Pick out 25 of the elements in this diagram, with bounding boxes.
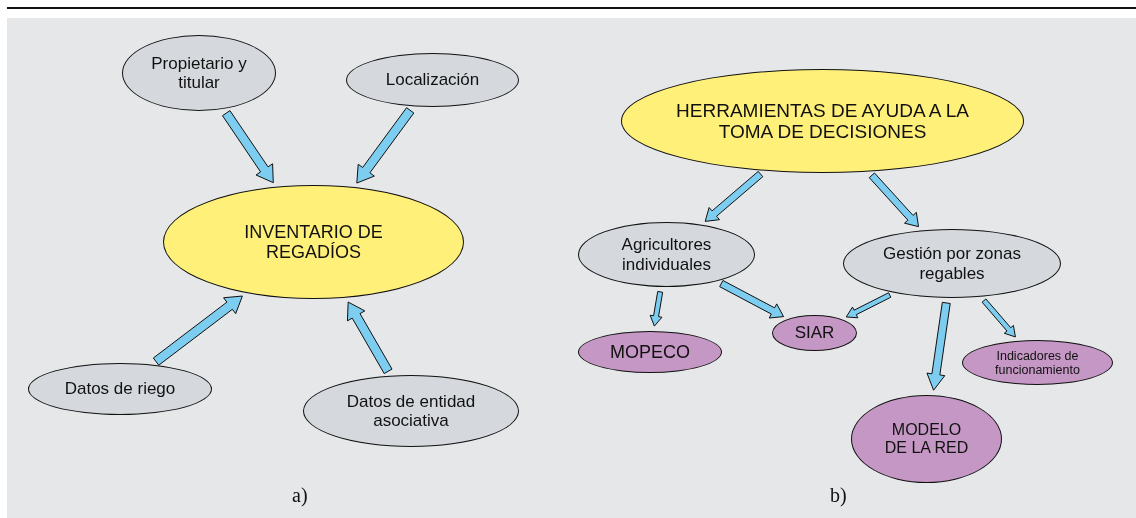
node-text: MOPECO xyxy=(610,341,690,363)
block-arrow xyxy=(719,279,785,319)
block-arrow xyxy=(152,295,243,366)
node-text: Gestión por zonas regables xyxy=(882,244,1022,283)
node-text: Propietario y titular xyxy=(150,53,248,93)
node-text: HERRAMIENTAS DE AYUDA A LA TOMA DE DECISIONES xyxy=(675,99,970,143)
block-arrow xyxy=(356,107,415,184)
block-arrow xyxy=(926,301,951,391)
node-text: Datos de entidad asociativa xyxy=(345,391,477,431)
node-text: Agricultores individuales xyxy=(620,235,713,274)
node-text: Indicadores de funcionamiento xyxy=(994,348,1081,377)
node-text: MODELO DE LA RED xyxy=(883,421,970,457)
block-arrow xyxy=(704,170,764,222)
block-arrow xyxy=(222,110,274,184)
block-arrow xyxy=(346,301,393,375)
node-text: SIAR xyxy=(794,323,835,343)
panel-label: b) xyxy=(830,484,847,507)
node-text: Datos de riego xyxy=(64,379,176,399)
block-arrow xyxy=(845,292,892,319)
node-text: INVENTARIO DE REGADÍOS xyxy=(243,221,384,263)
block-arrow xyxy=(868,172,919,228)
block-arrow xyxy=(981,298,1016,338)
node-text: Localización xyxy=(385,70,480,90)
panel-label: a) xyxy=(292,484,308,507)
block-arrow xyxy=(649,290,664,327)
